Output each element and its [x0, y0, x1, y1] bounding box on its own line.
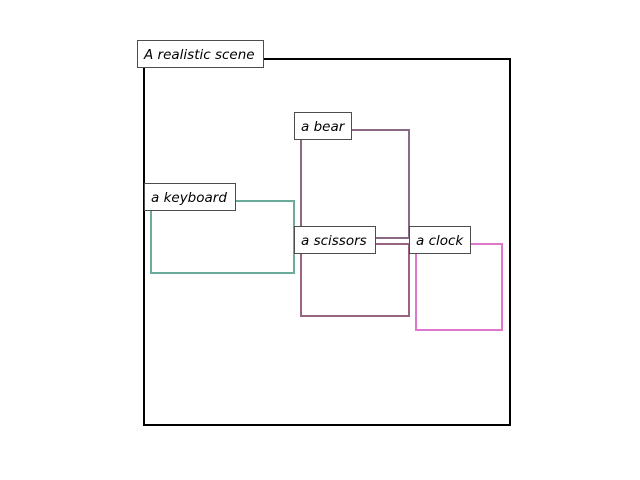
scissors-label: a scissors [294, 226, 376, 254]
bear-label-text: a bear [301, 119, 346, 135]
scene-title: A realistic scene [143, 47, 255, 63]
clock-label: a clock [409, 226, 471, 254]
scissors-label-text: a scissors [301, 233, 367, 249]
keyboard-label-text: a keyboard [151, 190, 227, 206]
clock-label-text: a clock [416, 233, 464, 249]
scene-title-label: A realistic scene [137, 40, 264, 68]
bear-label: a bear [294, 112, 352, 140]
scene-frame [143, 58, 511, 426]
keyboard-label: a keyboard [144, 183, 236, 211]
clock-box [415, 243, 503, 331]
bear-box [300, 129, 410, 239]
keyboard-box [150, 200, 295, 274]
scissors-box [300, 243, 410, 317]
